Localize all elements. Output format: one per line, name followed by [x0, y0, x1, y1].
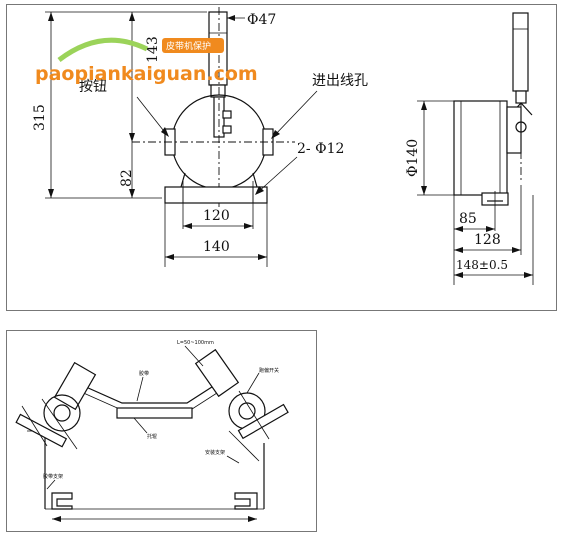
dimension-drawing: 315 143 82 Φ47 按钮 进出线孔 2- Φ12 120 140 [32, 7, 534, 285]
belt-surface [76, 375, 230, 404]
installation-diagram: 胶带 L=50~100mm 跑偏开关 托辊 胶带支架 安装支架 [15, 340, 289, 522]
dim-148: 148±0.5 [456, 258, 508, 272]
label-idler: 托辊 [147, 433, 157, 440]
dim-315: 315 [32, 104, 48, 131]
dim-120: 120 [203, 208, 230, 224]
label-range: L=50~100mm [177, 340, 214, 346]
base-plate [164, 186, 268, 204]
watermark-text: paopiankaiguan.com [35, 63, 258, 85]
side-actuator-rod [512, 12, 529, 92]
left-foot [51, 492, 73, 510]
label-button: 按钮 [79, 79, 107, 95]
side-cable-boss [506, 106, 522, 154]
dimension-drawing-panel: 315 143 82 Φ47 按钮 进出线孔 2- Φ12 120 140 [6, 4, 557, 311]
left-deviation-switch [15, 361, 97, 450]
label-deviation-switch: 跑偏开关 [259, 367, 279, 374]
label-belt-bracket: 胶带支架 [43, 473, 63, 480]
installation-diagram-panel: 胶带 L=50~100mm 跑偏开关 托辊 胶带支架 安装支架 [6, 330, 317, 532]
idler-roller [116, 407, 193, 419]
right-foot [234, 492, 258, 510]
dim-phi47: Φ47 [247, 12, 276, 28]
dim-phi140: Φ140 [405, 139, 421, 177]
label-cable-hole: 进出线孔 [312, 73, 368, 89]
watermark-badge: 皮带机保护 [166, 40, 211, 52]
label-mount-bracket: 安装支架 [205, 449, 225, 456]
dim-140: 140 [203, 239, 230, 255]
dim-82: 82 [119, 169, 135, 187]
dim-85: 85 [459, 211, 477, 227]
side-housing [453, 100, 508, 196]
dim-holes: 2- Φ12 [297, 141, 344, 157]
dim-143: 143 [145, 36, 161, 63]
label-belt: 胶带 [139, 370, 149, 377]
right-deviation-switch [194, 348, 289, 462]
watermark-logo: 皮带机保护 paopiankaiguan.com [35, 37, 258, 85]
dim-128: 128 [474, 232, 501, 248]
